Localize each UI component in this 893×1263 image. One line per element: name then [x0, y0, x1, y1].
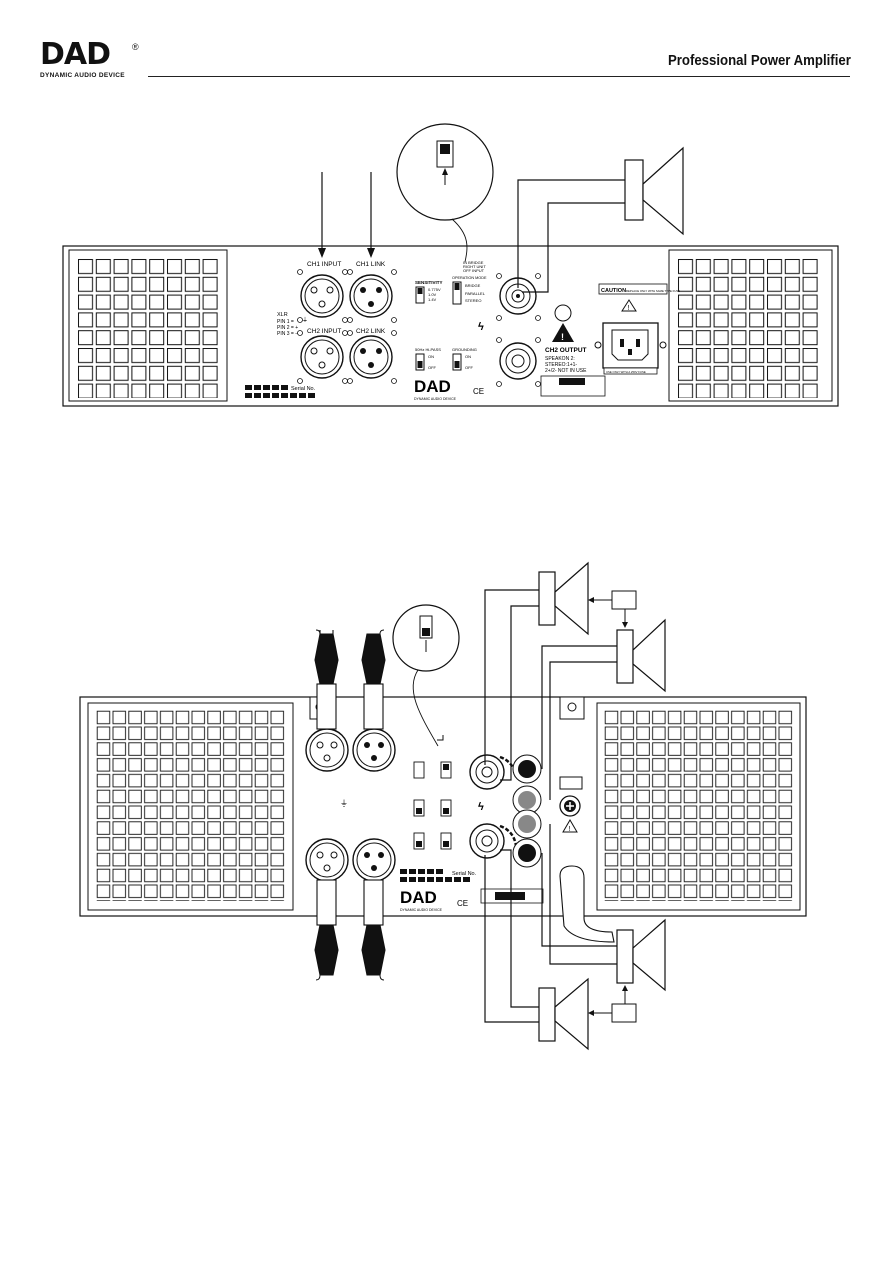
caution-box — [598, 283, 668, 295]
speakon-ch2-2 — [469, 823, 505, 859]
xlr-ch2-input — [305, 838, 349, 882]
lightning-icon-2: ϟ — [478, 801, 484, 813]
vent-grille-right-2 — [604, 710, 794, 901]
svg-text:!: ! — [628, 305, 630, 312]
header-divider — [148, 76, 850, 77]
caution-triangle-icon — [621, 299, 637, 312]
pin3-label: PIN 3 = − — [277, 331, 298, 337]
ground-symbol-2: ⏚ — [340, 799, 348, 808]
power-cord — [559, 865, 615, 943]
ch1-input-label: CH1 INPUT — [307, 261, 341, 268]
vent-grille-left — [77, 258, 220, 398]
xlr-cable-bottom-2 — [361, 879, 386, 976]
mode-bridge: BRIDGE — [465, 283, 481, 288]
xlr-cable-top-2 — [361, 633, 386, 730]
sens-value-3: 1.4V — [428, 297, 437, 302]
grounding-off: OFF — [465, 365, 474, 370]
ch1-link-label: CH1 LINK — [356, 261, 386, 268]
sens-value-2: 1.0V — [428, 292, 437, 297]
ch2-input-label: CH2 INPUT — [307, 328, 341, 335]
figure-rear-panel-binding-posts: ⏚ ϟ ! — [79, 561, 807, 1051]
operation-mode-switch[interactable] — [452, 281, 462, 305]
xlr-label: XLR — [277, 312, 288, 318]
mode-right-unit: RIGHT UNIT — [463, 264, 486, 269]
speaker-4 — [538, 977, 589, 1051]
ce-mark-2: CE — [457, 899, 468, 908]
hipass-off: OFF — [428, 365, 437, 370]
mode-off-input: OFF INPUT — [463, 268, 485, 273]
stereo-pins-label: STEREO:1+1- — [545, 362, 577, 368]
fuse-note: USE ONLY WITH A 250V FUSE — [606, 370, 646, 374]
speaker-1 — [538, 561, 589, 636]
panel-logo-sub: DYNAMIC AUDIO DEVICE — [414, 397, 457, 401]
ch1-link-connector — [349, 274, 393, 318]
hipass-on: ON — [428, 354, 434, 359]
logo-text: DAD — [40, 37, 111, 72]
switch-detail-bubble-2 — [392, 604, 460, 747]
pin2-label: PIN 2 = + — [277, 325, 298, 331]
speaker-2 — [616, 618, 666, 693]
ce-mark: CE — [473, 387, 484, 396]
binding-posts — [512, 754, 542, 868]
serial-number-box-2 — [400, 869, 470, 882]
ch2-link-connector — [349, 335, 393, 379]
crossover-box-top — [611, 590, 637, 610]
sens-value-1: 0.775V — [428, 287, 441, 292]
speakon-label: SPEAKON 2: — [545, 356, 575, 362]
xlr-ch1-link — [352, 728, 396, 772]
warning-icon: ! — [552, 304, 574, 342]
ch2-input-connector — [300, 335, 344, 379]
ch2-output-label: CH2 OUTPUT — [545, 347, 587, 354]
registered-mark: ® — [132, 42, 139, 52]
panel-logo-2: DAD — [400, 888, 437, 907]
caution-label: CAUTION — [601, 288, 626, 294]
ground-symbol: ⏚ — [302, 317, 308, 324]
switch-detail-bubble — [396, 123, 494, 263]
caution-triangle-icon-2 — [562, 819, 578, 833]
ch1-input-connector — [300, 274, 344, 318]
pin1-label: PIN 1 = — [277, 319, 294, 325]
sensitivity-switch[interactable] — [415, 286, 425, 304]
not-in-use-label: 2+/2- NOT IN USE — [545, 368, 587, 374]
panel-logo: DAD — [414, 377, 451, 396]
logo-subtitle: DYNAMIC AUDIO DEVICE — [40, 72, 125, 79]
caution-note: REPLACE ONLY WITH SAME TYPE FUSE — [626, 289, 680, 293]
ch2-link-label: CH2 LINK — [356, 328, 386, 335]
brand-logo: DAD ® DYNAMIC AUDIO DEVICE — [40, 40, 140, 80]
power-inlet-2 — [559, 795, 581, 817]
speakon-ch2 — [499, 342, 537, 380]
vent-grille-left-2 — [96, 710, 286, 901]
crossover-box-bottom — [611, 1003, 637, 1023]
sensitivity-label: SENSITIVITY — [415, 280, 443, 285]
serial-label-2: Serial No. — [452, 871, 477, 877]
power-inlet — [594, 322, 667, 369]
lightning-icon: ϟ — [478, 321, 484, 333]
xlr-cable-bottom-1 — [314, 879, 339, 976]
grounding-on: ON — [465, 354, 471, 359]
svg-text:!: ! — [561, 332, 564, 342]
hipass-label: 50Hz Hi-PASS — [415, 347, 441, 352]
svg-text:!: ! — [569, 826, 571, 833]
vent-grille-right — [677, 258, 820, 398]
page-title: Professional Power Amplifier — [668, 52, 851, 69]
mode-stereo: STEREO — [465, 298, 481, 303]
serial-label: Serial No. — [291, 386, 316, 392]
speakon-ch1-2 — [469, 754, 505, 790]
xlr-ch1-input — [305, 728, 349, 772]
speaker-icon — [624, 146, 684, 236]
mode-parallel: PARALLEL — [465, 291, 486, 296]
operation-mode-label: OPERATION MODE — [452, 276, 487, 280]
xlr-ch2-link — [352, 838, 396, 882]
mode-in-bridge: IN BRIDGE — [463, 260, 484, 265]
grounding-label: GROUNDING — [452, 347, 477, 352]
figure-rear-panel-speakon: CH1 INPUT CH1 LINK CH2 INPUT CH2 LINK XL… — [62, 123, 839, 407]
panel-logo-sub-2: DYNAMIC AUDIO DEVICE — [400, 908, 443, 912]
speaker-3 — [616, 918, 666, 992]
xlr-cable-top-1 — [314, 630, 339, 730]
serial-number-box — [245, 385, 315, 398]
